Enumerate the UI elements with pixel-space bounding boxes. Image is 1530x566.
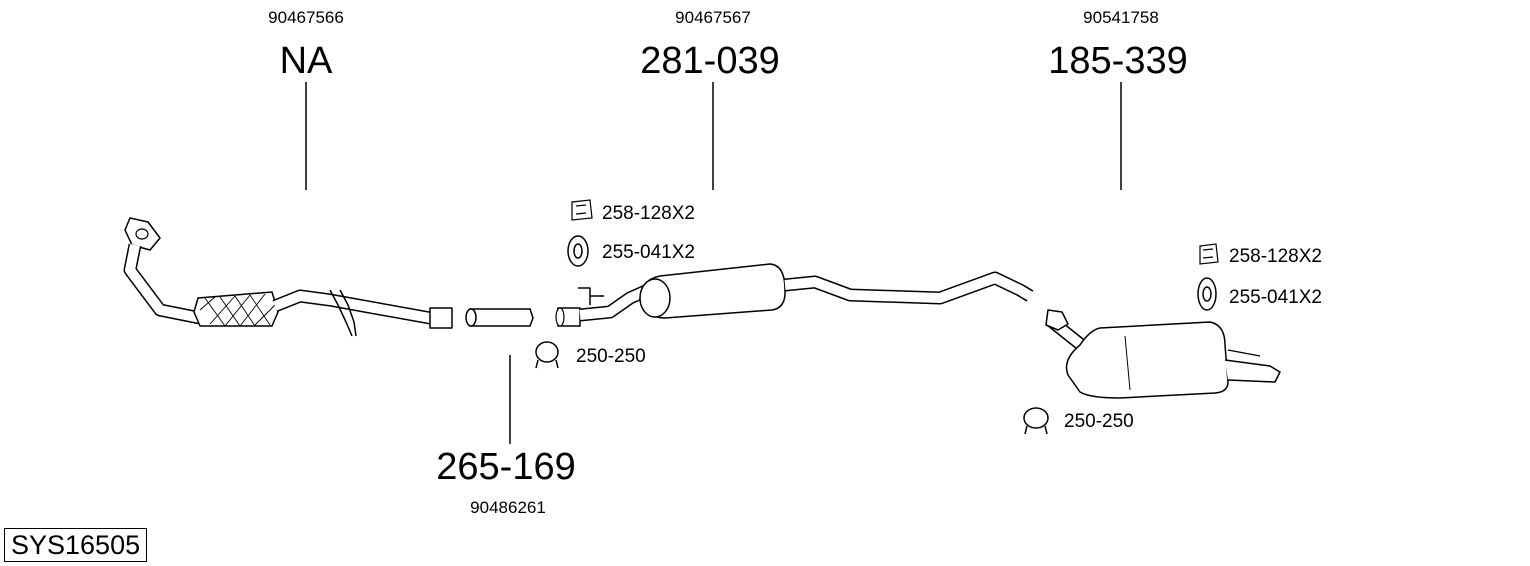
downpipe-part-code: NA <box>279 40 333 82</box>
downpipe-part <box>123 217 453 337</box>
middle-silencer-part <box>555 263 1034 327</box>
rear-silencer-part <box>1045 309 1281 399</box>
connector-oe-number: 90486261 <box>470 498 546 517</box>
middle-hanger-ring-label: 255-041X2 <box>602 242 695 263</box>
rear-hanger-ring-label: 255-041X2 <box>1229 287 1322 308</box>
middle-clamp-label: 250-250 <box>576 346 646 367</box>
hanger-ring-icon <box>1197 277 1217 311</box>
middle-mount-rubber-label: 258-128X2 <box>602 203 695 224</box>
rear-clamp-label: 250-250 <box>1064 411 1134 432</box>
middle-silencer-oe-number: 90467567 <box>675 8 751 27</box>
clamp-icon <box>1023 407 1049 435</box>
mount-rubber-icon <box>571 199 593 221</box>
connector-part <box>465 308 534 327</box>
rear-silencer-part-code: 185-339 <box>1048 40 1188 82</box>
mount-rubber-icon <box>1199 243 1219 265</box>
middle-silencer-part-code: 281-039 <box>640 40 780 82</box>
rear-silencer-oe-number: 90541758 <box>1083 8 1159 27</box>
rear-mount-rubber-label: 258-128X2 <box>1229 246 1322 267</box>
connector-part-code: 265-169 <box>436 446 576 488</box>
system-code-label: SYS16505 <box>4 528 148 562</box>
downpipe-oe-number: 90467566 <box>268 8 344 27</box>
clamp-icon <box>535 341 559 369</box>
hanger-ring-icon <box>567 235 589 267</box>
